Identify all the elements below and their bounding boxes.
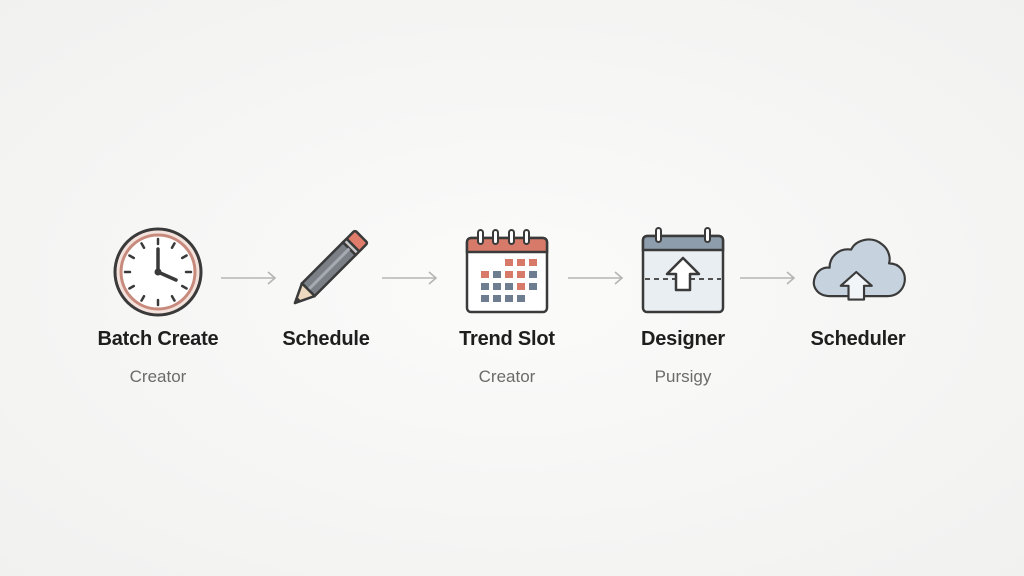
pencil-icon (276, 222, 376, 322)
arrow-right-icon (740, 271, 796, 285)
step-scheduler: Scheduler (773, 222, 943, 387)
step-title: Schedule (282, 328, 370, 350)
step-title: Trend Slot (459, 328, 555, 350)
step-title: Batch Create (97, 328, 219, 350)
calendar-upload-icon (633, 222, 733, 322)
step-batch-create: Batch Create Creator (73, 222, 243, 387)
step-subtitle: Creator (478, 367, 536, 386)
step-subtitle: Creator (129, 367, 187, 386)
step-subtitle: Pursigy (654, 367, 712, 386)
arrow-right-icon (382, 271, 438, 285)
calendar-icon (457, 222, 557, 322)
cloud-upload-icon (808, 222, 908, 322)
step-schedule: Schedule (241, 222, 411, 387)
arrow-right-icon (568, 271, 624, 285)
arrow-right-icon (221, 271, 277, 285)
clock-icon (108, 222, 208, 322)
step-title: Scheduler (810, 328, 906, 350)
step-trend-slot: Trend Slot Creator (422, 222, 592, 387)
step-title: Designer (641, 328, 725, 350)
step-designer: Designer Pursigy (598, 222, 768, 387)
